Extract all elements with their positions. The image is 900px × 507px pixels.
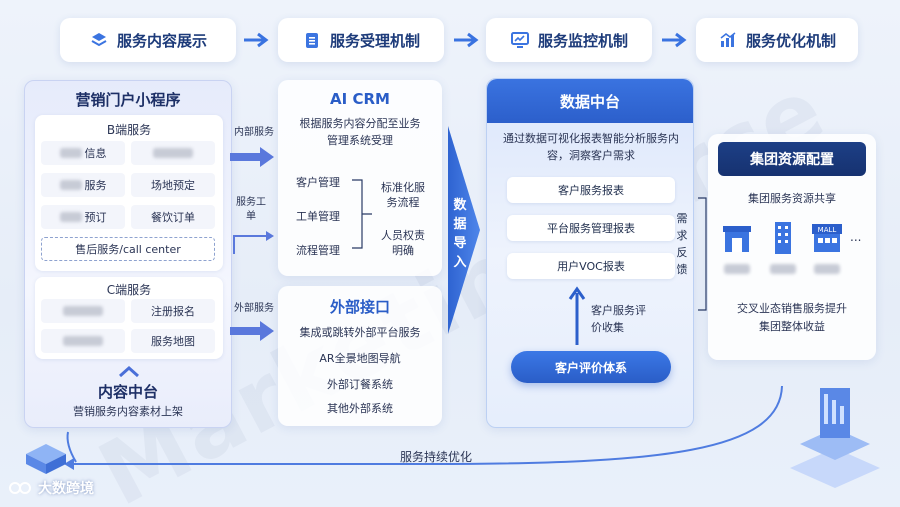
b-chip-venue[interactable]: 场地预定 [131,173,215,197]
customer-eval-system-button[interactable]: 客户评价体系 [511,351,671,383]
chevron-up-icon [119,365,139,378]
arrow-right-icon [230,321,274,341]
external-item-ordering: 外部订餐系统 [327,378,393,391]
continuous-optimization-loop [64,385,783,470]
after-sales-chip[interactable]: 售后服务/call center [41,237,215,261]
external-title: 外部接口 [329,298,390,316]
elbow-arrow-icon [233,231,274,254]
marketing-portal-panel: 营销门户小程序 B端服务 信息 服务 场地预定 预订 餐饮订单 售后服务/cal… [24,80,232,428]
report-user-voc[interactable]: 用户VOC报表 [507,253,675,279]
c-chip-blurred-2[interactable] [41,329,125,353]
step-optimization: 服务优化机制 [696,18,858,62]
step-acceptance: 服务受理机制 [278,18,444,62]
b-chip-catering[interactable]: 餐饮订单 [131,205,215,229]
blurred-caption [810,258,844,274]
step-monitoring: 服务监控机制 [486,18,652,62]
arrow-right-icon [230,147,274,167]
crm-item-customer: 客户管理 [296,176,340,189]
crm-item-flow: 流程管理 [296,244,340,257]
layers-icon [91,33,107,47]
blurred-caption [766,258,800,274]
monitor-icon [510,32,529,48]
blurred-caption [720,258,754,274]
b-service-card: B端服务 信息 服务 场地预定 预订 餐饮订单 售后服务/call center [35,115,223,271]
b-chip-blurred[interactable] [131,141,215,165]
arrow-up-icon [568,286,586,345]
group-resource-panel: 集团资源配置 集团服务资源共享 MALL ... 交叉业态销售服务提升集团整体收… [708,134,876,360]
crm-desc: 根据服务内容分配至业务管理系统受理 [299,117,421,147]
more-dots: ... [850,230,862,244]
c-chip-blurred-1[interactable] [41,299,125,323]
eval-collect-label: 客户服务评价收集 [591,304,646,334]
crm-note-standard: 标准化服务流程 [381,181,425,210]
group-share-label: 集团服务资源共享 [748,192,836,205]
report-customer-service[interactable]: 客户服务报表 [507,177,675,203]
arrow-right-icon [244,32,269,48]
c-section-label: C端服务 [106,283,152,297]
data-center-desc: 通过数据可视化报表智能分析服务内容，洞察客户需求 [503,132,679,162]
external-service-label: 外部服务 [234,303,274,314]
data-center-panel: 数据中台 通过数据可视化报表智能分析服务内容，洞察客户需求 客户服务报表 平台服… [486,78,694,428]
mall-sign-text: MALL [818,226,837,234]
mall-icon: MALL [810,222,844,258]
b-chip-booking[interactable]: 预订 [41,205,125,229]
c-service-card: C端服务 注册报名 服务地图 [35,277,223,359]
content-center-title: 内容中台 [97,383,158,401]
data-center-title: 数据中台 [487,79,693,123]
crm-note-roles: 人员权责明确 [381,229,425,258]
external-interface-panel: 外部接口 集成或跳转外部平台服务 AR全景地图导航 外部订餐系统 其他外部系统 [278,286,442,426]
step-label: 服务内容展示 [116,31,207,50]
ai-crm-panel: AI CRM 根据服务内容分配至业务管理系统受理 客户管理 工单管理 流程管理 … [278,80,442,276]
group-title: 集团资源配置 [718,142,866,176]
data-import-label: 数据导入 [453,198,467,270]
b-section-label: B端服务 [106,123,152,137]
crm-item-ticket: 工单管理 [296,210,340,223]
step-label: 服务优化机制 [745,31,836,50]
external-item-other: 其他外部系统 [327,402,393,415]
bracket-connector [352,179,372,249]
arrow-right-icon [662,32,687,48]
external-item-integrate: 集成或跳转外部平台服务 [299,326,421,339]
c-chip-service-map[interactable]: 服务地图 [131,329,215,353]
feedback-label: 需求反馈 [676,212,688,276]
external-item-ar: AR全景地图导航 [319,352,401,365]
data-import-arrow [448,126,480,334]
step-label: 服务受理机制 [329,31,420,50]
brand-mark-icon [9,482,31,494]
isometric-cube-decoration [26,444,66,474]
group-benefit: 交叉业态销售服务提升集团整体收益 [737,302,847,333]
portal-title: 营销门户小程序 [75,91,181,109]
b-chip-service[interactable]: 服务 [41,173,125,197]
content-center-desc: 营销服务内容素材上架 [73,405,183,418]
c-chip-register[interactable]: 注册报名 [131,299,215,323]
isometric-server-decoration [790,388,880,488]
b-chip-info[interactable]: 信息 [41,141,125,165]
report-platform-management[interactable]: 平台服务管理报表 [507,215,675,241]
continuous-optimization-label: 服务持续优化 [400,450,473,464]
hotel-building-icon [766,222,800,258]
arrow-right-icon [454,32,479,48]
brand-logo: 大数跨境 [8,478,94,498]
step-content-display: 服务内容展示 [60,18,236,62]
store-icon [720,222,754,258]
step-label: 服务监控机制 [537,31,628,50]
bar-chart-icon [720,32,736,47]
feedback-bracket [698,197,707,311]
internal-service-label: 内部服务 [234,127,274,138]
crm-title: AI CRM [330,90,390,108]
brand-text: 大数跨境 [38,481,94,497]
clipboard-icon [305,33,318,48]
ticket-label: 服务工单 [236,197,266,222]
